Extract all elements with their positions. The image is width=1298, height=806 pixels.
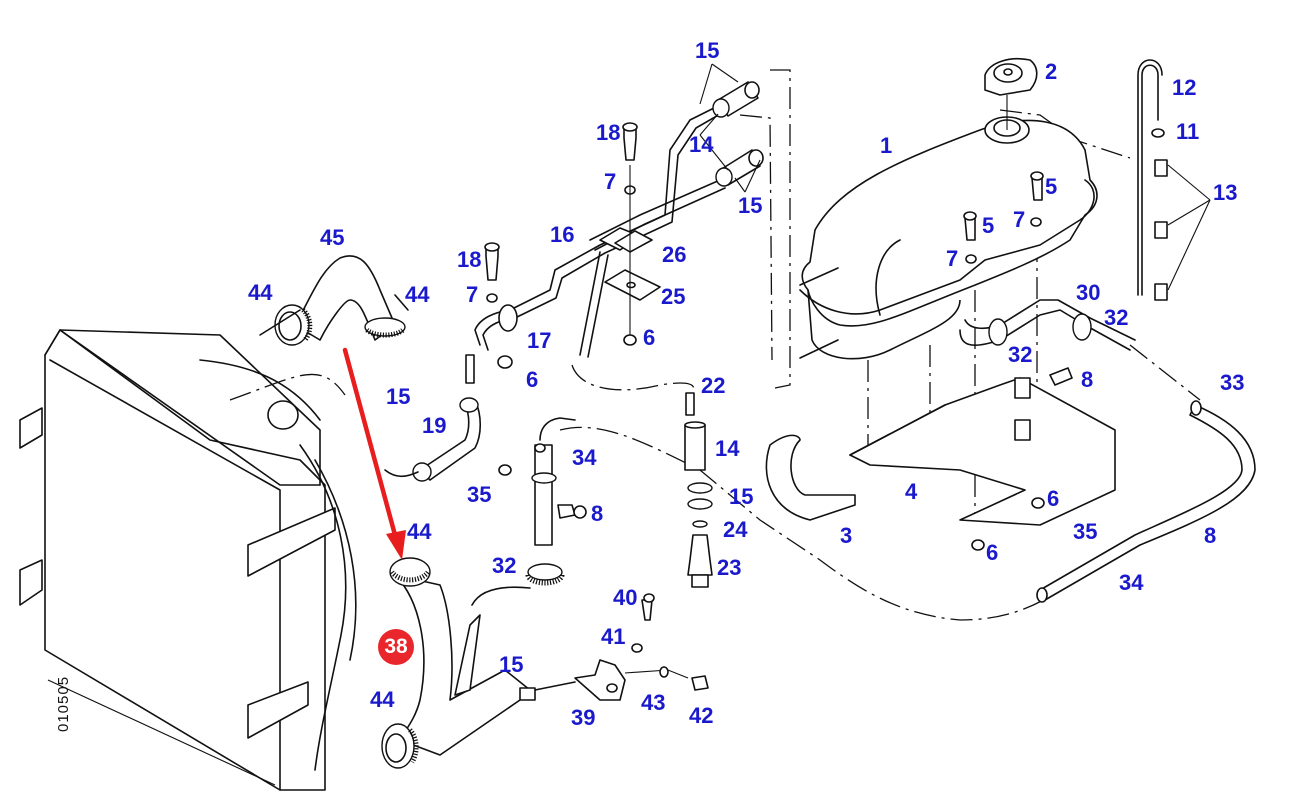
callout-5[interactable]: 5 <box>1045 174 1058 199</box>
callout-8[interactable]: 8 <box>591 501 604 526</box>
expansion-tank <box>799 58 1098 360</box>
overflow-tube <box>1137 59 1211 301</box>
callout-12[interactable]: 12 <box>1172 75 1197 100</box>
callout-34[interactable]: 34 <box>1119 570 1144 595</box>
callout-7[interactable]: 7 <box>1013 207 1026 232</box>
drain-valve <box>519 593 709 701</box>
callout-32[interactable]: 32 <box>1104 305 1129 330</box>
callout-6[interactable]: 6 <box>526 367 539 392</box>
callout-34[interactable]: 34 <box>572 445 597 470</box>
callout-18[interactable]: 18 <box>596 120 621 145</box>
callout-41[interactable]: 41 <box>601 624 626 649</box>
callout-40[interactable]: 40 <box>613 585 638 610</box>
highlight-arrow <box>342 347 406 560</box>
callout-23[interactable]: 23 <box>717 555 742 580</box>
callout-18[interactable]: 18 <box>457 247 482 272</box>
callout-6[interactable]: 6 <box>986 540 999 565</box>
callout-24[interactable]: 24 <box>723 517 748 542</box>
callout-44[interactable]: 44 <box>370 687 395 712</box>
callout-8[interactable]: 8 <box>1204 523 1217 548</box>
callout-14[interactable]: 14 <box>715 436 740 461</box>
callout-44[interactable]: 44 <box>405 282 430 307</box>
callout-11[interactable]: 11 <box>1176 119 1200 144</box>
callout-19[interactable]: 19 <box>422 413 447 438</box>
bracket-4 <box>765 367 1116 551</box>
callout-8[interactable]: 8 <box>1081 367 1094 392</box>
callout-15[interactable]: 15 <box>695 38 720 63</box>
callout-43[interactable]: 43 <box>641 690 666 715</box>
hose-38 <box>381 557 531 769</box>
pipe-19 <box>384 354 482 482</box>
drawing-number: 010505 <box>55 675 72 732</box>
callout-7[interactable]: 7 <box>946 246 959 271</box>
callout-6[interactable]: 6 <box>1047 486 1060 511</box>
callout-33[interactable]: 33 <box>1220 370 1245 395</box>
callout-44[interactable]: 44 <box>407 519 432 544</box>
callout-14[interactable]: 14 <box>689 132 714 157</box>
callout-7[interactable]: 7 <box>604 169 617 194</box>
drain-stack <box>687 482 713 588</box>
callout-22[interactable]: 22 <box>701 373 726 398</box>
callout-16[interactable]: 16 <box>550 222 575 247</box>
callout-4[interactable]: 4 <box>905 479 918 504</box>
hose-45 <box>259 255 409 346</box>
radiator <box>19 329 357 791</box>
callout-45[interactable]: 45 <box>320 225 345 250</box>
fasteners <box>484 122 638 369</box>
hose-30-33 <box>959 299 1256 603</box>
callout-7[interactable]: 7 <box>466 282 479 307</box>
highlighted-part-badge[interactable]: 38 <box>378 629 414 665</box>
callout-6[interactable]: 6 <box>643 325 656 350</box>
callout-15[interactable]: 15 <box>386 384 411 409</box>
callout-15[interactable]: 15 <box>738 193 763 218</box>
callout-25[interactable]: 25 <box>661 284 686 309</box>
callout-42[interactable]: 42 <box>689 703 714 728</box>
callout-5[interactable]: 5 <box>982 213 995 238</box>
pipe-34 <box>498 417 587 586</box>
callout-3[interactable]: 3 <box>840 523 853 548</box>
callout-13[interactable]: 13 <box>1213 180 1238 205</box>
callout-30[interactable]: 30 <box>1076 280 1101 305</box>
callout-35[interactable]: 35 <box>1073 519 1098 544</box>
callout-35[interactable]: 35 <box>467 482 492 507</box>
callout-15[interactable]: 15 <box>499 652 524 677</box>
pipe-16 <box>474 104 726 471</box>
callout-32[interactable]: 32 <box>1008 342 1033 367</box>
callout-2[interactable]: 2 <box>1045 59 1058 84</box>
callout-32[interactable]: 32 <box>492 553 517 578</box>
callout-15[interactable]: 15 <box>729 484 754 509</box>
callout-44[interactable]: 44 <box>248 280 273 305</box>
callout-39[interactable]: 39 <box>571 705 596 730</box>
connectors-14 <box>699 63 764 193</box>
callout-17[interactable]: 17 <box>527 328 552 353</box>
callout-1[interactable]: 1 <box>880 133 893 158</box>
callout-26[interactable]: 26 <box>662 242 687 267</box>
